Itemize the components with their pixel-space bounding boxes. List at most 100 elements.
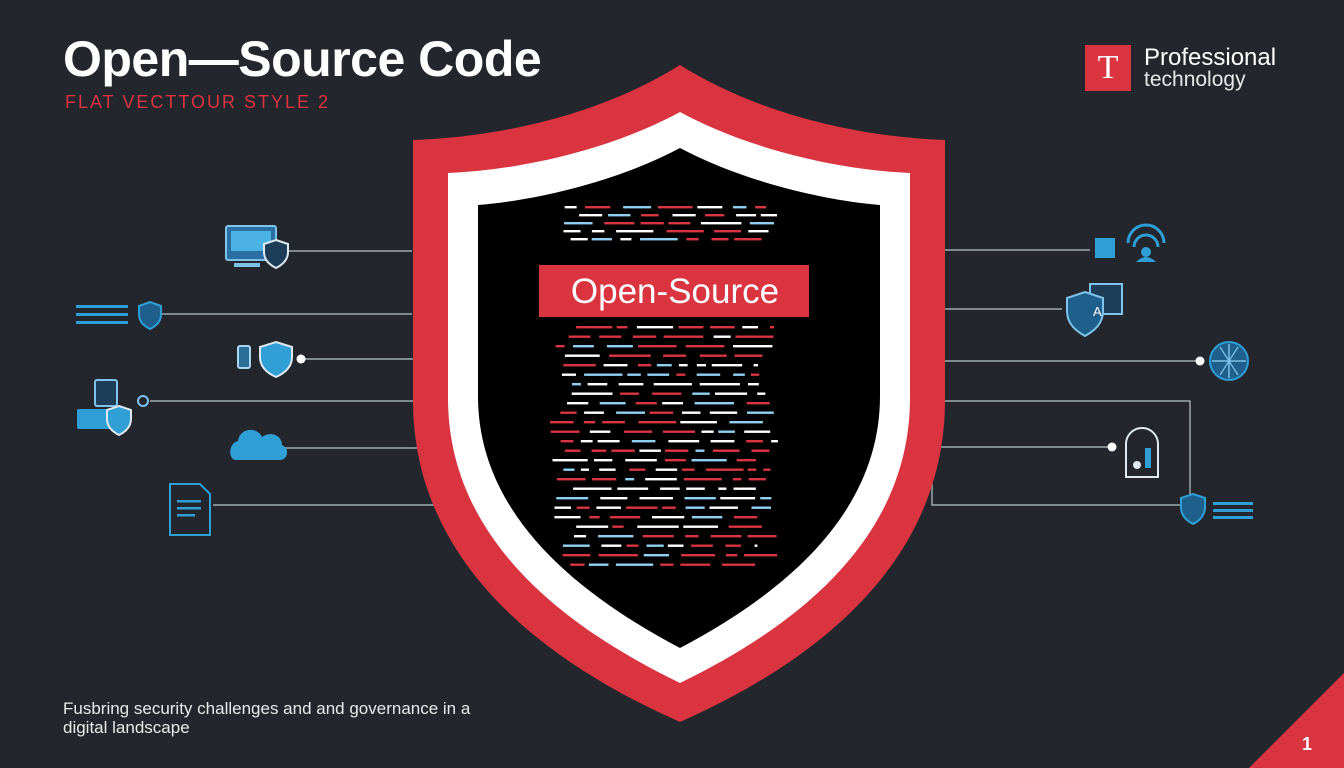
code-dash xyxy=(579,214,603,217)
code-dash xyxy=(685,535,699,538)
code-dash xyxy=(733,516,758,519)
code-dash xyxy=(744,430,771,433)
code-dash xyxy=(662,402,683,405)
code-dash xyxy=(691,459,727,462)
code-dash xyxy=(641,214,659,217)
code-dash xyxy=(594,459,613,462)
code-dash xyxy=(663,335,704,338)
code-dash xyxy=(757,392,766,395)
code-dash xyxy=(584,373,623,376)
globe-icon xyxy=(1209,341,1249,381)
code-dash xyxy=(722,563,755,566)
code-dash xyxy=(668,440,700,443)
document-icon xyxy=(169,483,211,536)
code-dash xyxy=(684,497,716,500)
code-dash xyxy=(598,554,638,557)
code-dash xyxy=(600,497,628,500)
cloud-icon xyxy=(230,429,288,460)
code-dash xyxy=(751,449,770,452)
code-dash xyxy=(662,506,676,509)
page-subtitle: FLAT VECTTOUR STYLE 2 xyxy=(65,92,331,112)
code-dash xyxy=(680,563,711,566)
code-dash xyxy=(560,440,574,443)
code-dash xyxy=(691,544,713,547)
code-dash xyxy=(701,430,714,433)
code-dash xyxy=(667,544,684,547)
code-dash xyxy=(574,535,587,538)
code-dash xyxy=(710,326,735,329)
list-shield-icon xyxy=(76,300,162,331)
code-dash xyxy=(599,335,622,338)
code-dash xyxy=(663,354,687,357)
code-dash xyxy=(552,459,588,462)
code-dash xyxy=(660,487,680,490)
code-dash xyxy=(681,554,716,557)
code-dash xyxy=(631,440,656,443)
code-dash xyxy=(620,392,639,395)
code-dash xyxy=(747,411,774,414)
code-dash xyxy=(563,468,575,471)
code-dash xyxy=(562,554,591,557)
code-dash xyxy=(564,222,593,225)
code-dash xyxy=(653,383,692,386)
code-dash xyxy=(686,487,705,490)
code-dash xyxy=(668,222,691,225)
code-dash xyxy=(647,373,670,376)
code-dash xyxy=(583,421,596,424)
code-dash xyxy=(726,554,738,557)
code-dash xyxy=(560,411,577,414)
code-dash xyxy=(733,487,756,490)
code-dash xyxy=(770,326,775,329)
code-dash xyxy=(599,402,626,405)
code-dash xyxy=(736,459,756,462)
code-dash xyxy=(625,459,657,462)
code-dash xyxy=(592,478,617,481)
code-dash xyxy=(556,478,586,481)
code-dash xyxy=(589,430,611,433)
corner-accent xyxy=(1249,673,1344,768)
code-dash xyxy=(734,354,763,357)
devices-shield-icon xyxy=(77,379,149,437)
code-dash xyxy=(643,554,669,557)
code-dash xyxy=(718,487,727,490)
code-dash xyxy=(751,506,771,509)
page-title: Open—Source Code xyxy=(63,31,542,87)
code-dash xyxy=(749,222,775,225)
shield-a-icon: A xyxy=(1066,283,1123,338)
code-dash xyxy=(725,544,741,547)
code-dash xyxy=(591,449,607,452)
code-dash xyxy=(733,206,747,209)
code-dash xyxy=(646,544,664,547)
code-dash xyxy=(603,364,628,367)
code-dash xyxy=(678,326,704,329)
code-dash xyxy=(639,497,673,500)
code-dash xyxy=(697,206,723,209)
flashlight-shield-icon xyxy=(237,340,293,379)
wifi-user-icon xyxy=(1095,223,1166,262)
code-dash xyxy=(627,373,641,376)
code-dash xyxy=(580,468,589,471)
code-dash xyxy=(652,392,682,395)
code-dash xyxy=(623,430,653,433)
code-dash xyxy=(570,238,588,241)
code-dash xyxy=(682,468,695,471)
code-dash xyxy=(755,206,766,209)
code-dash xyxy=(637,525,679,528)
code-dash xyxy=(753,364,758,367)
code-dash xyxy=(564,354,600,357)
code-dash xyxy=(608,214,631,217)
code-dash xyxy=(649,411,674,414)
code-dash xyxy=(734,238,762,241)
code-dash xyxy=(658,206,693,209)
code-dash xyxy=(686,238,699,241)
code-dash xyxy=(711,364,743,367)
code-dash xyxy=(720,497,756,500)
code-dash xyxy=(638,364,652,367)
code-dash xyxy=(696,364,706,367)
code-dash xyxy=(571,392,613,395)
code-dash xyxy=(609,516,641,519)
shield-code-lines xyxy=(550,206,778,566)
code-dash xyxy=(678,364,688,367)
code-dash xyxy=(570,563,585,566)
code-dash xyxy=(655,468,678,471)
